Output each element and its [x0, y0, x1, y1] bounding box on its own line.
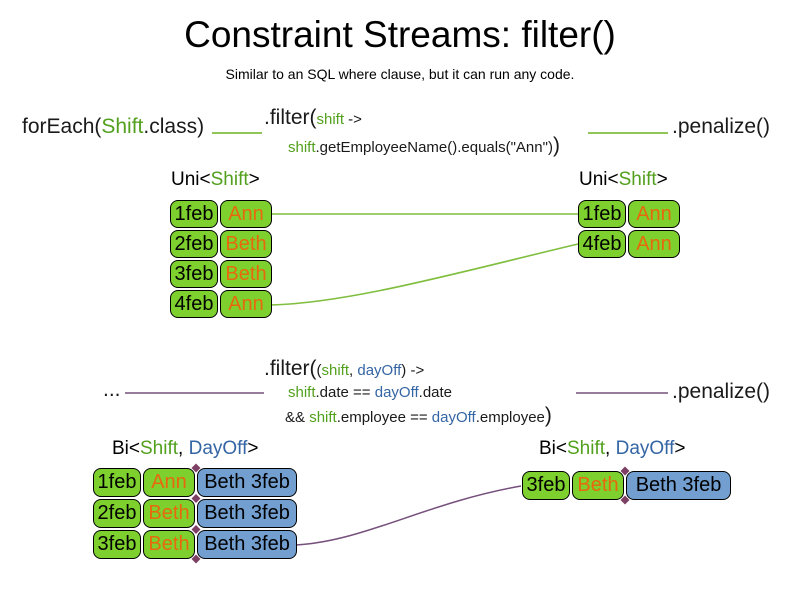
table-row: 1feb Ann	[578, 200, 680, 228]
shift-var-token: shift	[288, 139, 316, 156]
shift-date-cell: 2feb	[93, 499, 141, 528]
flow-line-3feb-beth	[295, 485, 522, 546]
dayoff-cell: Beth 3feb	[626, 471, 731, 500]
shift-employee-cell: Beth	[572, 471, 624, 500]
shift-param-token: shift	[321, 362, 350, 379]
table-row: 3feb Beth Beth 3feb	[522, 471, 731, 500]
table-row: 4feb Ann	[170, 290, 272, 318]
shift-param-token: shift	[316, 111, 345, 128]
shift-type-token: Shift	[210, 169, 249, 190]
bi-left-header: Bi<Shift, DayOff>	[112, 438, 259, 459]
shift-date-cell: 4feb	[578, 230, 626, 258]
bi-right-header: Bi<Shift, DayOff>	[539, 438, 686, 459]
shift-employee-cell: Beth	[220, 230, 272, 258]
shift-var-token: shift	[288, 384, 316, 401]
stream1-filter-body: shift.getEmployeeName().equals("Ann"))	[288, 134, 560, 158]
shift-employee-cell: Ann	[143, 468, 195, 497]
shift-employee-cell: Beth	[143, 530, 195, 559]
shift-date-cell: 1feb	[170, 200, 218, 228]
dayoff-param-token: dayOff	[357, 362, 402, 379]
foreach-call: forEach(	[22, 115, 102, 138]
shift-var-token: shift	[309, 409, 337, 426]
shift-employee-cell: Ann	[628, 230, 680, 258]
shift-employee-cell: Ann	[220, 290, 272, 318]
dayoff-var-token: dayOff	[374, 384, 419, 401]
stream2-penalize-expression: .penalize()	[672, 380, 771, 403]
shift-date-cell: 3feb	[170, 260, 218, 288]
flow-line-4feb-ann	[270, 243, 579, 306]
page-subtitle: Similar to an SQL where clause, but it c…	[225, 66, 575, 82]
table-row: 2feb Beth	[170, 230, 272, 258]
dayoff-type-token: DayOff	[188, 438, 248, 459]
stream2-filter-condition-2: && shift.employee == dayOff.employee)	[285, 404, 552, 427]
shift-employee-cell: Beth	[220, 260, 272, 288]
dayoff-type-token: DayOff	[615, 438, 675, 459]
shift-date-cell: 1feb	[93, 468, 141, 497]
stream2-filter-signature: .filter((shift, dayOff) ->	[264, 357, 425, 380]
filter-call: .filter(	[264, 106, 317, 129]
page-title: Constraint Streams: filter()	[184, 14, 616, 55]
dayoff-cell: Beth 3feb	[197, 530, 297, 559]
lambda-body: .getEmployeeName().equals("Ann")	[315, 139, 553, 156]
shift-employee-cell: Ann	[628, 200, 680, 228]
filter-call: .filter(	[264, 357, 317, 380]
shift-type-token: Shift	[140, 438, 179, 459]
table-row: 3feb Beth	[170, 260, 272, 288]
stream1-penalize-expression: .penalize()	[672, 115, 771, 138]
junction-diamond	[191, 554, 201, 564]
shift-date-cell: 4feb	[170, 290, 218, 318]
filter-close-paren: )	[552, 134, 560, 157]
junction-diamond	[620, 495, 630, 505]
shift-date-cell: 2feb	[170, 230, 218, 258]
stream1-filter-signature: .filter(shift ->	[264, 106, 362, 130]
shift-date-cell: 3feb	[522, 471, 570, 500]
stream2-filter-condition-1: shift.date == dayOff.date	[288, 384, 453, 401]
stream2-source-ellipsis: ...	[103, 378, 121, 401]
table-row: 2feb Beth Beth 3feb	[93, 499, 297, 528]
lambda-arrow: ->	[344, 111, 362, 128]
shift-employee-cell: Beth	[143, 499, 195, 528]
shift-employee-cell: Ann	[220, 200, 272, 228]
table-row: 3feb Beth Beth 3feb	[93, 530, 297, 559]
shift-type-token: Shift	[618, 169, 657, 190]
dayoff-cell: Beth 3feb	[197, 468, 297, 497]
filter-close-paren: )	[544, 404, 552, 427]
shift-type-token: Shift	[567, 438, 606, 459]
table-row: 4feb Ann	[578, 230, 680, 258]
uni-left-header: Uni<Shift>	[171, 169, 260, 190]
lambda-arrow: ->	[406, 362, 425, 379]
shift-class-token: Shift	[101, 115, 144, 138]
shift-date-cell: 3feb	[93, 530, 141, 559]
dayoff-var-token: dayOff	[431, 409, 476, 426]
table-row: 1feb Ann	[170, 200, 272, 228]
shift-date-cell: 1feb	[578, 200, 626, 228]
dayoff-cell: Beth 3feb	[197, 499, 297, 528]
table-row: 1feb Ann Beth 3feb	[93, 468, 297, 497]
stream1-source-expression: forEach(Shift.class)	[22, 115, 205, 138]
uni-right-header: Uni<Shift>	[579, 169, 668, 190]
